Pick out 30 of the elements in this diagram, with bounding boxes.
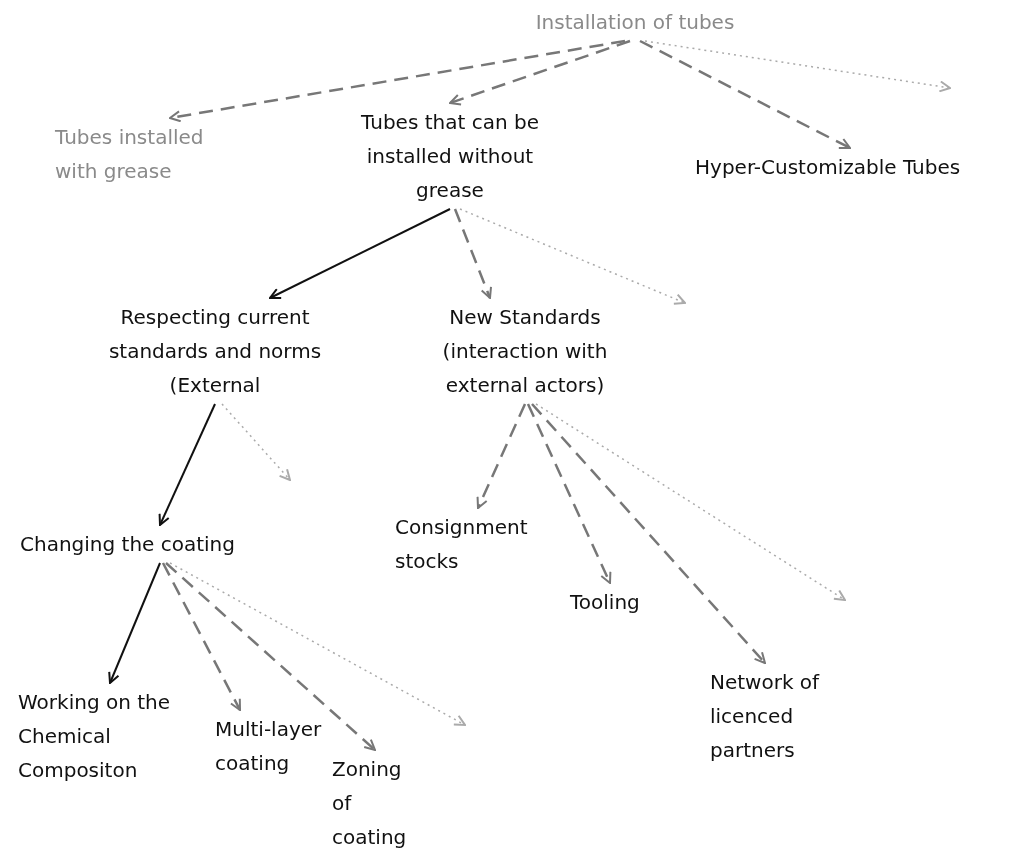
node-label: Tooling	[570, 589, 641, 616]
node-label: New Standards (interaction with external actors)	[441, 304, 609, 399]
arrow	[108, 562, 161, 684]
arrow	[221, 403, 291, 481]
arrow	[169, 562, 466, 726]
arrow	[639, 39, 851, 150]
arrow	[169, 39, 626, 123]
arrow	[535, 403, 846, 601]
node-label: Tubes that can be installed without grease	[360, 109, 540, 204]
arrow	[269, 208, 451, 300]
arrow	[526, 403, 612, 584]
node-label: Tubes installed with grease	[55, 124, 205, 185]
node-label: Zoning of coating	[332, 756, 408, 848]
arrow	[531, 403, 766, 664]
arrow	[459, 208, 686, 305]
node-label: Respecting current standards and norms (External	[107, 304, 323, 399]
arrow	[161, 562, 242, 711]
arrow	[644, 40, 951, 93]
node-label: Network of licenced partners	[710, 669, 821, 764]
node-label: Changing the coating	[20, 531, 236, 558]
arrow	[165, 562, 376, 751]
arrow	[449, 39, 631, 106]
node-label: Consignment stocks	[395, 514, 529, 575]
arrow	[158, 403, 216, 526]
node-label: Hyper-Customizable Tubes	[695, 154, 962, 181]
node-label: Multi-layer coating	[215, 716, 323, 777]
node-label: Installation of tubes	[534, 9, 736, 36]
arrow	[453, 208, 492, 299]
node-label: Working on the Chemical Compositon	[18, 689, 172, 784]
arrow	[476, 403, 527, 509]
